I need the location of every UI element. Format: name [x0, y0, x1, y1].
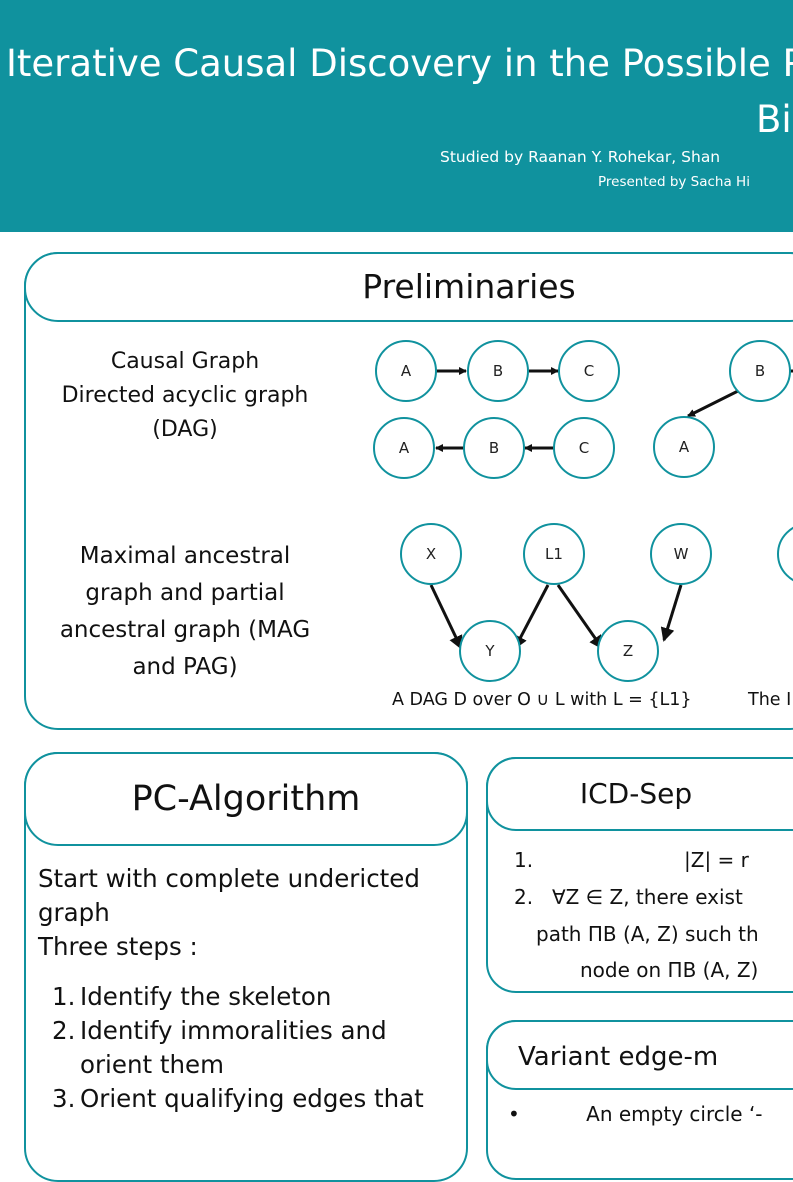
dag-caption: A DAG D over O ∪ L with L = {L1} — [392, 690, 692, 710]
node-label: W — [674, 545, 689, 563]
node-b: B — [467, 340, 529, 402]
pag-caption: The I — [748, 690, 792, 710]
node-y: Y — [459, 620, 521, 682]
node-label: A — [401, 362, 412, 380]
step-number: 3. — [52, 1084, 76, 1113]
step-number: 1. — [52, 982, 76, 1011]
step-number: 2. — [52, 1016, 76, 1045]
node-b: B — [729, 340, 791, 402]
step-text: Orient qualifying edges that — [80, 1084, 424, 1113]
preliminaries-title: Preliminaries — [24, 252, 793, 322]
icd-item1-number: 1. — [514, 848, 534, 872]
node-label: B — [755, 362, 765, 380]
causal-graph-label-line: (DAG) — [152, 417, 218, 442]
node-a: A — [373, 417, 435, 479]
list-item: 1. Identify the skeleton — [52, 980, 452, 1014]
edge-b-a-diagonal — [687, 388, 741, 418]
node-a: A — [375, 340, 437, 402]
step-text: Identify the skeleton — [80, 982, 332, 1011]
icd-item1-text: |Z| = r — [684, 848, 749, 872]
icd-item2-continuation: path ΠB (A, Z) such th — [536, 922, 759, 946]
node-label: A — [679, 438, 690, 456]
poster-title-line2: Bi — [756, 98, 792, 141]
mag-label-line: ancestral graph (MAG — [59, 617, 311, 643]
node-label: Z — [623, 642, 633, 660]
edge-x-y — [429, 584, 463, 650]
node-label: B — [489, 439, 499, 457]
dag-row2: A B C — [373, 417, 615, 479]
pc-intro-line: Three steps : — [38, 932, 198, 961]
node-label: C — [584, 362, 594, 380]
mag-label-line: and PAG) — [132, 654, 238, 680]
icd-item2-continuation: node on ΠB (A, Z) — [580, 958, 759, 982]
mag-pag-label: Maximal ancestral graph and partial ance… — [30, 538, 340, 686]
variant-bullet-text: An empty circle ‘- — [586, 1102, 763, 1126]
pc-intro-line: graph — [38, 898, 110, 927]
icd-item2-number: 2. — [514, 885, 534, 909]
icd-sep-title: ICD-Sep — [486, 757, 793, 831]
node-z: Z — [597, 620, 659, 682]
node-c: C — [558, 340, 620, 402]
mag-label-line: Maximal ancestral — [79, 543, 291, 569]
pc-intro-line: Start with complete undericted — [38, 864, 420, 893]
node-label: Y — [484, 642, 495, 660]
variant-title: Variant edge-m — [486, 1020, 793, 1090]
icd-item2-text: ∀Z ∈ Z, there exist — [552, 885, 743, 909]
causal-graph-label-line: Directed acyclic graph — [61, 383, 309, 408]
causal-graph-label-line: Causal Graph — [110, 349, 260, 374]
poster-header: Iterative Causal Discovery in the Possib… — [0, 0, 793, 232]
mag-label-line: graph and partial — [85, 580, 285, 606]
variant-bullet: • An empty circle ‘- — [508, 1102, 763, 1126]
mag-graph: X L1 W Y Z — [400, 523, 793, 682]
node-b: B — [463, 417, 525, 479]
bullet-mark: • — [508, 1102, 520, 1126]
edge-l1-z — [556, 584, 604, 650]
node-w: W — [650, 523, 712, 585]
pc-algorithm-title: PC-Algorithm — [24, 752, 468, 846]
preliminaries-panel — [24, 252, 793, 730]
authors-line: Studied by Raanan Y. Rohekar, Shan — [440, 148, 721, 166]
poster-title-line1: Iterative Causal Discovery in the Possib… — [6, 42, 793, 85]
edge-w-z — [660, 584, 683, 642]
graph-diagrams: A B C A B C B — [373, 340, 793, 682]
list-item: 2. Identify immoralities and — [52, 1014, 452, 1048]
node-l1: L1 — [523, 523, 585, 585]
node-c: C — [553, 417, 615, 479]
node-a: A — [653, 416, 715, 478]
list-item: orient them — [52, 1048, 452, 1082]
node-x: X — [400, 523, 462, 585]
node-label: C — [579, 439, 589, 457]
partial-node — [777, 526, 793, 582]
node-label: L1 — [545, 545, 563, 563]
presenter-line: Presented by Sacha Hi — [598, 174, 750, 190]
dag-right: B A — [653, 340, 793, 478]
pc-steps-list: 1. Identify the skeleton 2. Identify imm… — [52, 980, 452, 1116]
step-text: Identify immoralities and — [80, 1016, 387, 1045]
edge-l1-y — [513, 584, 550, 650]
step-text: orient them — [80, 1050, 224, 1079]
step-number — [52, 1048, 80, 1082]
node-label: B — [493, 362, 503, 380]
dag-row1: A B C — [375, 340, 620, 402]
causal-graph-label: Causal Graph Directed acyclic graph (DAG… — [30, 345, 340, 447]
node-label: A — [399, 439, 410, 457]
pc-intro: Start with complete undericted graph Thr… — [38, 862, 458, 964]
list-item: 3. Orient qualifying edges that — [52, 1082, 452, 1116]
node-label: X — [426, 545, 436, 563]
